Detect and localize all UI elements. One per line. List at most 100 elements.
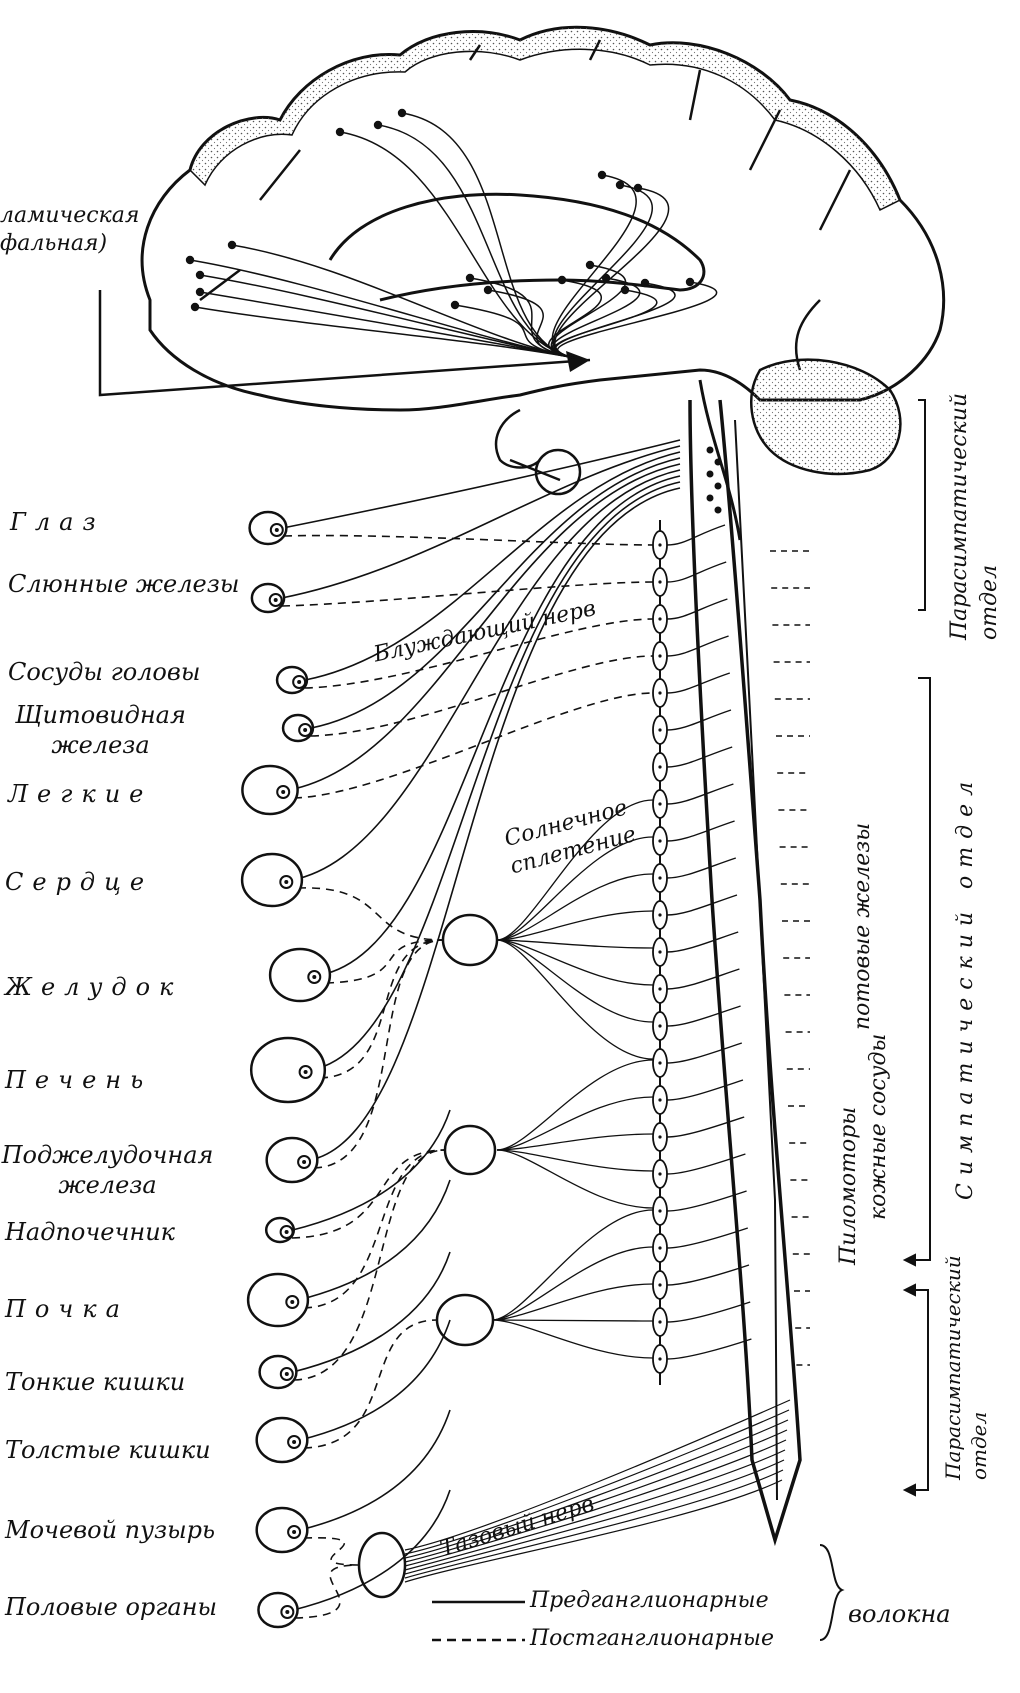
organ-ganglion-dot-stomach: [312, 975, 317, 979]
chain-ganglion-dot: [658, 580, 662, 584]
celiac-splanchnic-fiber: [496, 939, 654, 949]
organ-label-large-intestine: Толстые кишки: [5, 1436, 211, 1464]
cranial-nucleus: [585, 260, 595, 270]
cranial-nucleus: [640, 278, 650, 288]
cranial-fiber: [377, 124, 576, 359]
chain-preganglionic-fiber: [666, 783, 734, 805]
cranial-fiber: [556, 281, 718, 359]
pelvic-nerve-fiber: [404, 1449, 786, 1571]
lumbar-splanchnic-fiber: [491, 1319, 654, 1322]
title-pointer-line: [98, 290, 591, 397]
cranial-nucleus: [601, 273, 611, 283]
chain-preganglionic-fiber: [666, 1190, 747, 1212]
visceral-fiber-kidney: [298, 1179, 451, 1301]
organ-label-kidney: Почка: [5, 1295, 129, 1323]
cerebellum: [750, 358, 902, 476]
chain-ganglion-dot: [658, 876, 662, 880]
cranial-fiber: [548, 279, 603, 359]
vagal-fiber-pancreas: [309, 487, 681, 1161]
organ-ganglion-dot-head-vessels: [297, 680, 302, 684]
pelvic-nerve-fiber: [404, 1439, 787, 1567]
vagal-fiber-liver: [311, 481, 681, 1071]
organ-shape-liver: [249, 1036, 327, 1104]
organ-label-heart: Сердце: [5, 868, 154, 896]
cranial-fiber: [487, 289, 576, 359]
legend-preganglionic-label: Предганглионарные: [530, 1588, 769, 1613]
organ-label-lungs: Легкие: [8, 780, 153, 808]
pelvic-nerve-fiber: [404, 1479, 783, 1583]
bracket-parasympathetic-sacral: [905, 1289, 929, 1491]
chain-preganglionic-fiber: [666, 894, 738, 916]
postganglionic-fiber-kidney: [303, 1149, 446, 1309]
legend-brace: [819, 1544, 845, 1641]
cranial-nucleus: [685, 277, 695, 287]
pilomotors-label: Пиломоторы: [836, 1106, 861, 1265]
postganglionic-fiber-bladder: [303, 1536, 361, 1566]
mesenteric-splanchnic-fiber: [496, 1149, 654, 1172]
chain-ganglion-dot: [658, 1098, 662, 1102]
organ-label-pancreas: Поджелудочная железа: [1, 1141, 214, 1199]
chain-ganglion-dot: [658, 1320, 662, 1324]
organ-ganglion-dot-lungs: [281, 790, 286, 794]
skin-vessels-label: кожные сосуды: [866, 1033, 891, 1220]
cranial-nucleus: [373, 120, 383, 130]
cranial-nucleus: [597, 170, 607, 180]
organ-shape-large-intestine: [255, 1416, 309, 1464]
postganglionic-fiber-salivary: [281, 581, 654, 607]
brain: [140, 25, 946, 541]
division-label-parasympathetic-cranial: Парасимпатический отдел: [947, 392, 1002, 640]
cranial-nucleus: [397, 108, 407, 118]
organ-shape-lungs: [241, 764, 299, 816]
chain-ganglion-dot: [658, 691, 662, 695]
chain-ganglion-dot: [658, 1246, 662, 1250]
chain-preganglionic-fiber: [666, 635, 729, 657]
brainstem-nucleus: [706, 446, 714, 454]
chain-preganglionic-fiber: [666, 1264, 750, 1286]
sympathetic-ganglion-chain: [652, 520, 668, 1385]
organ-ganglion-dot-thyroid: [303, 728, 308, 732]
postganglionic-fiber-head-vessels: [304, 618, 654, 689]
chain-preganglionic-fiber: [666, 672, 731, 694]
brain-sulcus: [199, 39, 852, 371]
cranial-fiber: [199, 291, 576, 359]
brainstem-nucleus: [706, 494, 714, 502]
organ-ganglion-dot-salivary: [273, 598, 278, 602]
cranial-nucleus: [557, 275, 567, 285]
cranial-nucleus: [483, 285, 493, 295]
chain-ganglion-dot: [658, 987, 662, 991]
organ-label-salivary: Слюнные железы: [8, 570, 240, 598]
vagal-fiber-salivary: [281, 445, 681, 599]
organ-ganglion-dot-heart: [284, 880, 289, 884]
celiac-ganglion: [441, 913, 499, 967]
cranial-nucleus: [227, 240, 237, 250]
cranial-fiber: [553, 289, 658, 359]
chain-ganglion-dot: [658, 728, 662, 732]
chain-preganglionic-fiber: [666, 968, 740, 990]
chain-preganglionic-fiber: [666, 1005, 741, 1027]
celiac-splanchnic-fiber: [496, 799, 654, 941]
cranial-fiber: [189, 259, 576, 359]
chain-ganglion-dot: [658, 543, 662, 547]
chain-preganglionic-fiber: [666, 746, 733, 768]
organ-label-head-vessels: Сосуды головы: [8, 658, 201, 686]
postganglionic-fiber-thyroid: [310, 655, 654, 737]
chain-preganglionic-fiber: [666, 1301, 751, 1323]
visceral-fiber-bladder: [299, 1409, 451, 1531]
pelvic-nerve-fiber: [404, 1419, 789, 1559]
celiac-splanchnic-fiber: [496, 939, 654, 1023]
postganglionic-fiber-large-intestine: [303, 1319, 438, 1449]
pelvic-nerve-fiber: [404, 1429, 788, 1563]
division-label-parasympathetic-sacral: Парасимпатический отдел: [941, 1255, 991, 1480]
organ-shape-stomach: [268, 947, 332, 1003]
pelvic-ganglion: [357, 1531, 407, 1599]
cranial-nucleus: [620, 285, 630, 295]
lumbar-splanchnic-fiber: [491, 1283, 654, 1321]
cranial-nucleus: [633, 183, 643, 193]
cranial-nucleus: [195, 270, 205, 280]
visceral-fiber-adrenal: [292, 1109, 451, 1231]
cranial-fiber: [401, 112, 576, 359]
legend-postganglionic-label: Постганглионарные: [530, 1626, 774, 1651]
chain-preganglionic-fiber: [666, 857, 737, 879]
chain-ganglion-dot: [658, 1061, 662, 1065]
brainstem-nucleus: [714, 458, 722, 466]
